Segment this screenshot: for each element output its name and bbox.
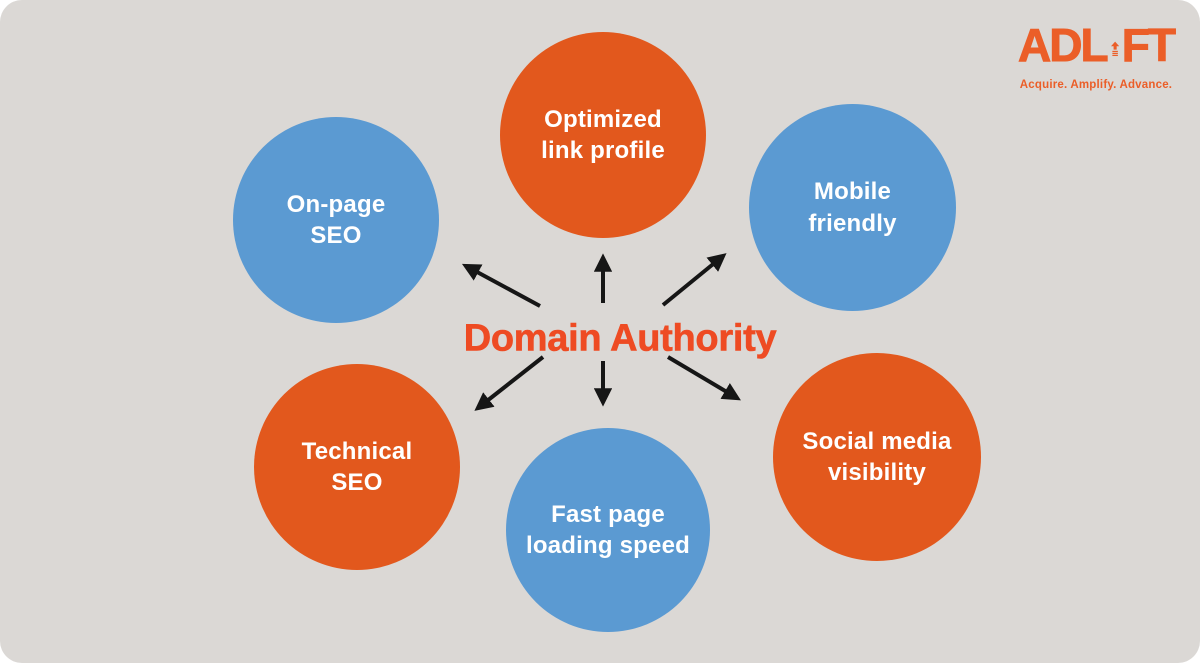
node-label-line1: On-page bbox=[286, 190, 386, 218]
node-label: Mobile friendly bbox=[808, 176, 896, 238]
node-mobile-friendly: Mobile friendly bbox=[749, 104, 956, 311]
node-label: On-page SEO bbox=[287, 189, 386, 251]
node-label-line2: loading speed bbox=[526, 532, 690, 559]
node-label-line2: SEO bbox=[310, 222, 362, 249]
arrow-up-right bbox=[661, 253, 727, 307]
adlift-wordmark: ADL FT bbox=[1018, 19, 1177, 73]
node-label-line1: Optimized bbox=[544, 105, 662, 133]
node-label-line2: link profile bbox=[541, 137, 665, 164]
node-label: Technical SEO bbox=[302, 436, 413, 498]
brand-prefix: ADL bbox=[1018, 19, 1110, 71]
node-label-line2: friendly bbox=[808, 209, 897, 237]
node-fast-page-loading-speed: Fast page loading speed bbox=[506, 428, 710, 632]
lift-arrow-icon bbox=[1110, 41, 1119, 57]
node-label-line2: visibility bbox=[827, 459, 927, 486]
node-label-line1: Mobile bbox=[813, 178, 892, 206]
node-label: Fast page loading speed bbox=[526, 499, 690, 561]
node-label-line2: SEO bbox=[331, 469, 383, 496]
node-technical-seo: Technical SEO bbox=[254, 364, 460, 570]
center-title: Domain Authority bbox=[463, 317, 777, 360]
node-optimized-link-profile: Optimized link profile bbox=[500, 32, 706, 238]
node-label-line1: Technical bbox=[301, 437, 413, 465]
node-label: Social media visibility bbox=[802, 426, 951, 488]
node-label-line1: Social media bbox=[802, 427, 952, 455]
arrow-down-right bbox=[666, 355, 741, 401]
node-label-line1: Fast page bbox=[551, 500, 665, 528]
node-on-page-seo: On-page SEO bbox=[233, 117, 439, 323]
brand-suffix: FT bbox=[1121, 19, 1176, 71]
node-social-media-visibility: Social media visibility bbox=[773, 353, 981, 561]
logo-tagline: Acquire. Amplify. Advance. bbox=[1019, 79, 1173, 91]
arrow-down-left bbox=[474, 355, 545, 411]
adlift-logo: ADL FT Acquire. Amplify. Advance. bbox=[1018, 19, 1177, 91]
node-label: Optimized link profile bbox=[541, 104, 665, 166]
arrow-up-left bbox=[461, 263, 541, 308]
